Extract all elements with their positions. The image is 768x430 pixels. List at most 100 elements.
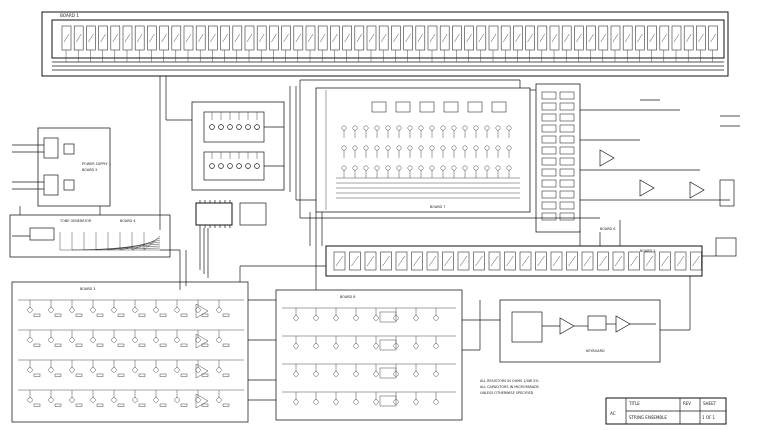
op-amp	[689, 181, 705, 199]
title-logo: AC	[610, 411, 616, 416]
resistor	[159, 403, 167, 407]
ic-chip	[379, 395, 397, 407]
filter-module	[371, 101, 387, 113]
output-module	[541, 179, 557, 188]
divider-cell-symbol	[600, 33, 606, 43]
divider-cell-symbol	[673, 33, 680, 43]
divider-cell-symbol	[246, 33, 253, 43]
output-module	[541, 146, 557, 155]
resistor	[222, 373, 230, 377]
resistor	[117, 313, 125, 317]
transistor	[254, 163, 260, 169]
divider-cell-symbol	[295, 33, 301, 43]
note-line-3: UNLESS OTHERWISE SPECIFIED	[480, 391, 534, 395]
divider-cell-symbol	[137, 33, 143, 43]
output-module	[541, 190, 557, 199]
divider-cell-symbol	[645, 255, 654, 267]
notes: ALL RESISTORS IN OHMS 1/4W 5% ALL CAPACI…	[480, 379, 539, 395]
left-board-label: BOARD 3	[80, 287, 95, 291]
top-bank-label: BOARD 1	[60, 13, 79, 18]
divider-cell-symbol	[356, 33, 362, 43]
divider-cell-symbol	[692, 255, 700, 267]
divider-cell-symbol	[454, 33, 460, 43]
transistor	[218, 124, 224, 130]
bridge-rectifier-2	[63, 179, 75, 191]
resistor	[75, 313, 83, 317]
resistor	[159, 313, 167, 317]
divider-cell-symbol	[428, 255, 437, 267]
divider-cell-symbol	[686, 33, 692, 43]
note-line-2: ALL CAPACITORS IN MICROFARADS	[480, 385, 539, 389]
resistor	[75, 343, 83, 347]
output-module	[541, 91, 557, 100]
output-module	[541, 102, 557, 111]
divider-cell-symbol	[366, 255, 375, 267]
center-left-board	[191, 101, 285, 191]
key-block-label: KEYBOARD	[586, 349, 605, 353]
sub-block	[511, 311, 543, 343]
divider-cell-symbol	[710, 33, 716, 43]
resistor	[33, 373, 41, 377]
output-module	[559, 168, 575, 177]
bottom-right-frame	[499, 299, 661, 363]
transistor	[218, 163, 224, 169]
divider-cell-symbol	[307, 33, 314, 43]
divider-cell-symbol	[234, 33, 240, 43]
right-upper-modules	[541, 91, 575, 221]
ic-package	[195, 202, 233, 226]
top-bank-cells	[61, 25, 718, 51]
divider-cell-symbol	[397, 255, 406, 267]
filter-module	[419, 101, 435, 113]
bottom-right-board: KEYBOARD	[499, 299, 661, 363]
resistor	[75, 403, 83, 407]
divider-cell-symbol	[382, 255, 390, 267]
divider-cell-symbol	[676, 255, 685, 267]
output-module	[541, 157, 557, 166]
middle-divider-bank: BOARD 2	[325, 245, 703, 277]
tone-output	[143, 235, 161, 251]
divider-cell-symbol	[551, 33, 558, 43]
transistor	[209, 124, 215, 130]
power-supply-frame	[37, 127, 111, 207]
output-module	[559, 179, 575, 188]
transistor	[254, 124, 260, 130]
filter-module	[395, 101, 411, 113]
output-module	[559, 146, 575, 155]
center-main-components	[325, 90, 520, 210]
output-module	[541, 124, 557, 133]
divider-cell-symbol	[283, 33, 289, 43]
divider-cell-symbol	[332, 33, 338, 43]
resistor	[96, 403, 104, 407]
right-board-label: BOARD 6	[600, 227, 615, 231]
op-amp	[195, 363, 209, 379]
bottom-center-board: BOARD 8	[275, 289, 463, 421]
divider-cell-symbol	[698, 33, 704, 43]
divider-cell-symbol	[259, 33, 265, 43]
tone-generator-label: TONE GENERATOR	[59, 219, 92, 223]
output-module	[559, 190, 575, 199]
divider-cell-symbol	[649, 33, 655, 43]
resistor	[180, 313, 188, 317]
center-left-board-frame	[191, 101, 285, 191]
tone-generator-sub: BOARD 4	[120, 219, 135, 223]
divider-cell-symbol	[368, 33, 375, 43]
mid-bank-label: BOARD 2	[640, 249, 655, 253]
tone-generator-block: TONE GENERATOR BOARD 4	[9, 214, 171, 258]
divider-cell-symbol	[320, 33, 326, 43]
filter-module	[443, 101, 459, 113]
divider-cell-symbol	[537, 255, 545, 267]
divider-cell-symbol	[614, 255, 623, 267]
divider-cell-symbol	[588, 33, 594, 43]
title-block: AC TITLE STRING ENSEMBLE REV SHEET 1 OF …	[605, 397, 727, 425]
divider-cell-symbol	[185, 33, 192, 43]
transformer-1	[43, 137, 59, 159]
divider-cell-symbol	[521, 255, 530, 267]
resistor	[117, 403, 125, 407]
divider-cell-symbol	[599, 255, 607, 267]
divider-cell-symbol	[112, 33, 118, 43]
divider-cell-symbol	[527, 33, 533, 43]
mid-bank-cells	[333, 251, 702, 271]
resistor	[222, 313, 230, 317]
output-module	[559, 91, 575, 100]
